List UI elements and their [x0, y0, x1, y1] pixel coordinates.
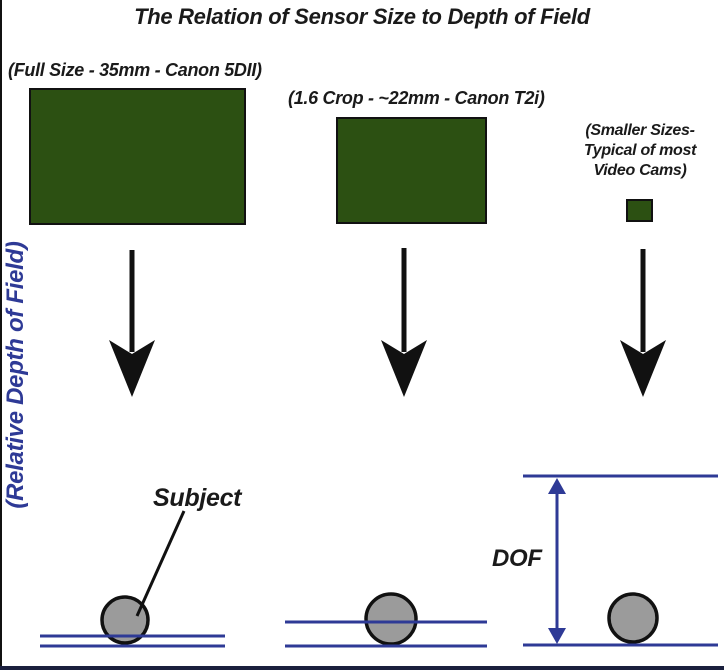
dof-label: DOF [492, 545, 542, 572]
small-sensor-label-line1: (Smaller Sizes- [585, 122, 695, 139]
subject-circle-full-frame [100, 595, 150, 645]
diagram-title: The Relation of Sensor Size to Depth of … [134, 4, 590, 29]
subject-circle-crop [364, 592, 418, 646]
dof-lines-crop [285, 620, 487, 648]
dof-measure-arrow-icon [548, 478, 566, 644]
down-arrow-small-icon [620, 249, 666, 397]
small-sensor-rect [626, 199, 653, 222]
crop-sensor-label: (1.6 Crop - ~22mm - Canon T2i) [288, 88, 545, 108]
subject-circle-small [607, 592, 659, 644]
subject-leader-line [135, 510, 186, 617]
bottom-frame-border [0, 666, 724, 670]
small-sensor-label-line3: Video Cams) [593, 162, 687, 179]
full-frame-sensor-label: (Full Size - 35mm - Canon 5DII) [8, 60, 262, 80]
dof-lines-full-frame [40, 634, 225, 648]
down-arrow-full-frame-icon [109, 250, 155, 397]
left-frame-border [0, 0, 2, 670]
crop-sensor-rect [336, 117, 487, 224]
small-sensor-label: (Smaller Sizes- Typical of most Video Ca… [560, 121, 720, 181]
full-frame-sensor-rect [29, 88, 246, 225]
down-arrow-crop-icon [381, 248, 427, 397]
dof-lines-small [523, 474, 718, 647]
subject-label: Subject [153, 484, 242, 512]
small-sensor-label-line2: Typical of most [583, 142, 697, 159]
